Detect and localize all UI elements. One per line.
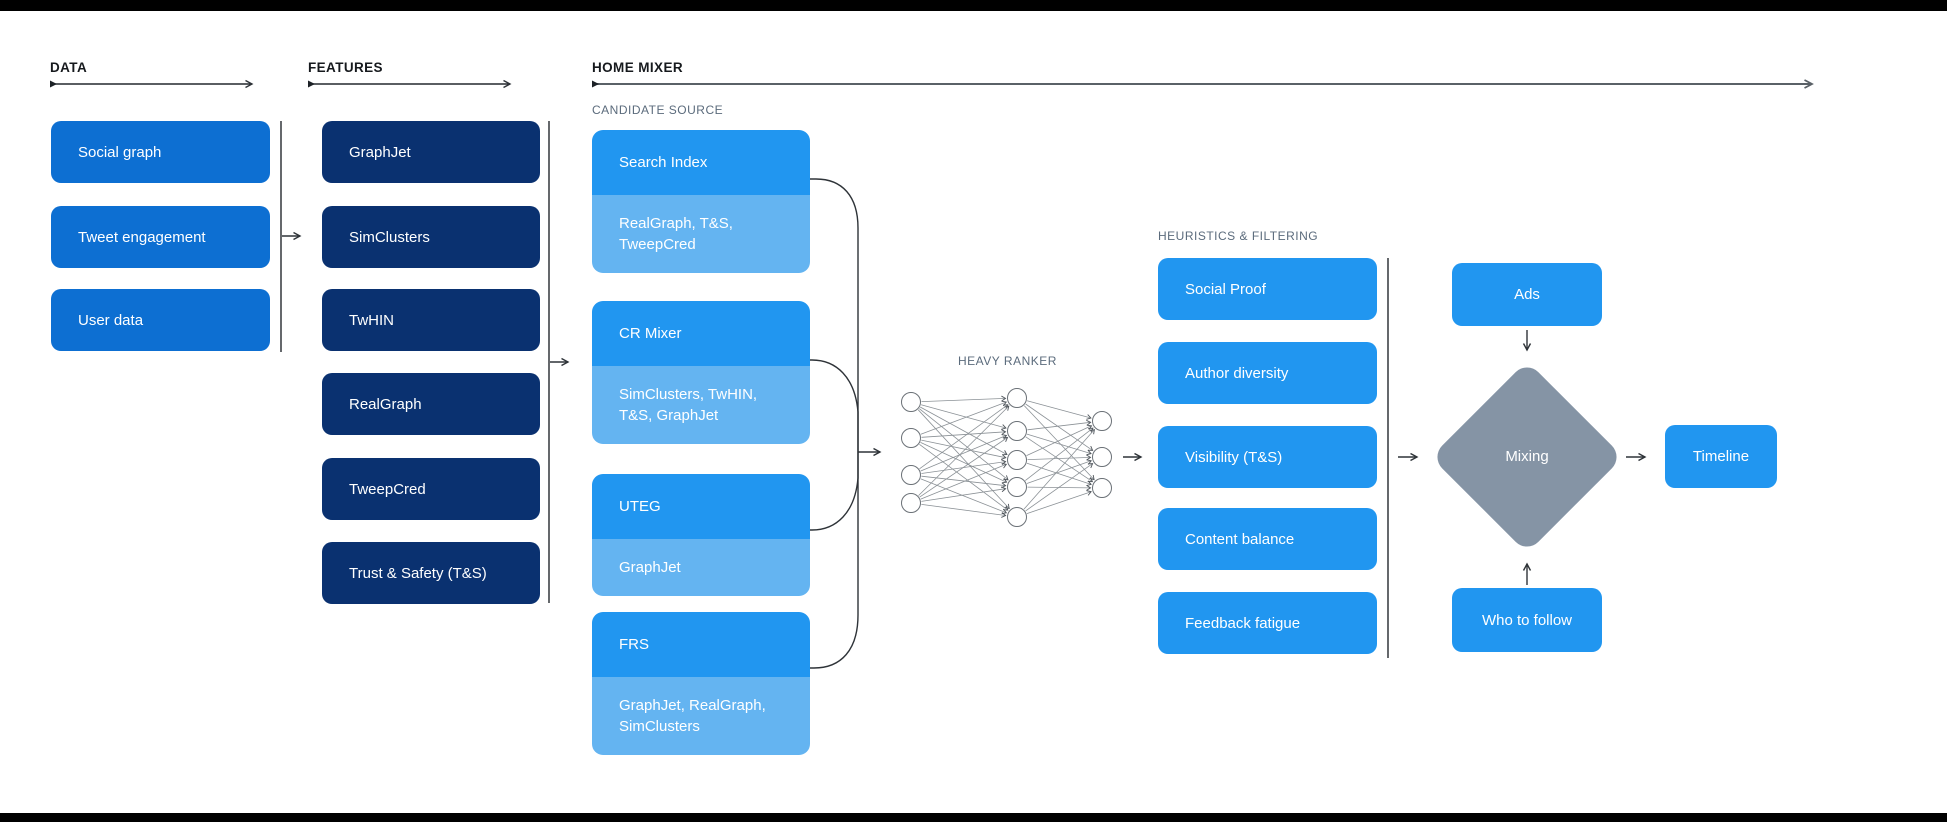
node-tweepcred: TweepCred <box>322 458 540 520</box>
neural-network-node <box>1007 450 1027 470</box>
node-user-data: User data <box>51 289 270 351</box>
neural-network-node <box>1092 478 1112 498</box>
node-social-proof: Social Proof <box>1158 258 1377 320</box>
neural-network-node <box>1007 507 1027 527</box>
data-section-header: DATA <box>50 60 88 75</box>
neural-network-node <box>1007 421 1027 441</box>
candidate-sources: SimClusters, TwHIN, T&S, GraphJet <box>592 366 810 444</box>
candidate-title: Search Index <box>592 130 810 195</box>
neural-network-node <box>1007 388 1027 408</box>
neural-network-node <box>901 465 921 485</box>
candidate-group-cr-mixer: CR Mixer SimClusters, TwHIN, T&S, GraphJ… <box>592 301 810 444</box>
bottom-black-bar <box>0 813 1947 822</box>
candidate-title: CR Mixer <box>592 301 810 366</box>
node-who-to-follow: Who to follow <box>1452 588 1602 652</box>
candidate-sources: GraphJet, RealGraph, SimClusters <box>592 677 810 755</box>
candidate-sources: GraphJet <box>592 539 810 596</box>
node-tweet-engagement: Tweet engagement <box>51 206 270 268</box>
mixing-label: Mixing <box>1505 448 1549 465</box>
features-section-header: FEATURES <box>308 60 383 75</box>
neural-network-node <box>901 392 921 412</box>
home-mixer-section-header: HOME MIXER <box>592 60 684 75</box>
node-simclusters: SimClusters <box>322 206 540 268</box>
node-graphjet: GraphJet <box>322 121 540 183</box>
node-timeline: Timeline <box>1665 425 1777 488</box>
candidate-sources: RealGraph, T&S, TweepCred <box>592 195 810 273</box>
node-feedback-fatigue: Feedback fatigue <box>1158 592 1377 654</box>
neural-network-node <box>1092 411 1112 431</box>
node-trust-safety: Trust & Safety (T&S) <box>322 542 540 604</box>
neural-network-node <box>901 493 921 513</box>
connector-cr-mixer <box>810 359 859 452</box>
candidate-title: FRS <box>592 612 810 677</box>
node-social-graph: Social graph <box>51 121 270 183</box>
node-twhin: TwHIN <box>322 289 540 351</box>
heavy-ranker-label: HEAVY RANKER <box>958 354 1057 368</box>
connector-uteg <box>810 452 859 531</box>
neural-network-node <box>901 428 921 448</box>
node-realgraph: RealGraph <box>322 373 540 435</box>
node-author-diversity: Author diversity <box>1158 342 1377 404</box>
neural-network-node <box>1092 447 1112 467</box>
candidate-group-search-index: Search Index RealGraph, T&S, TweepCred <box>592 130 810 273</box>
neural-network-edges <box>917 395 1095 518</box>
node-visibility: Visibility (T&S) <box>1158 426 1377 488</box>
candidate-group-frs: FRS GraphJet, RealGraph, SimClusters <box>592 612 810 755</box>
neural-network-node <box>1007 477 1027 497</box>
top-black-bar <box>0 0 1947 11</box>
connector-search-index <box>810 178 859 452</box>
node-content-balance: Content balance <box>1158 508 1377 570</box>
connector-frs <box>810 452 859 669</box>
candidate-source-label: CANDIDATE SOURCE <box>592 103 724 117</box>
candidate-title: UTEG <box>592 474 810 539</box>
neural-network-nodes <box>901 388 1112 527</box>
heuristics-filtering-label: HEURISTICS & FILTERING <box>1158 229 1319 243</box>
candidate-group-uteg: UTEG GraphJet <box>592 474 810 596</box>
node-ads: Ads <box>1452 263 1602 326</box>
